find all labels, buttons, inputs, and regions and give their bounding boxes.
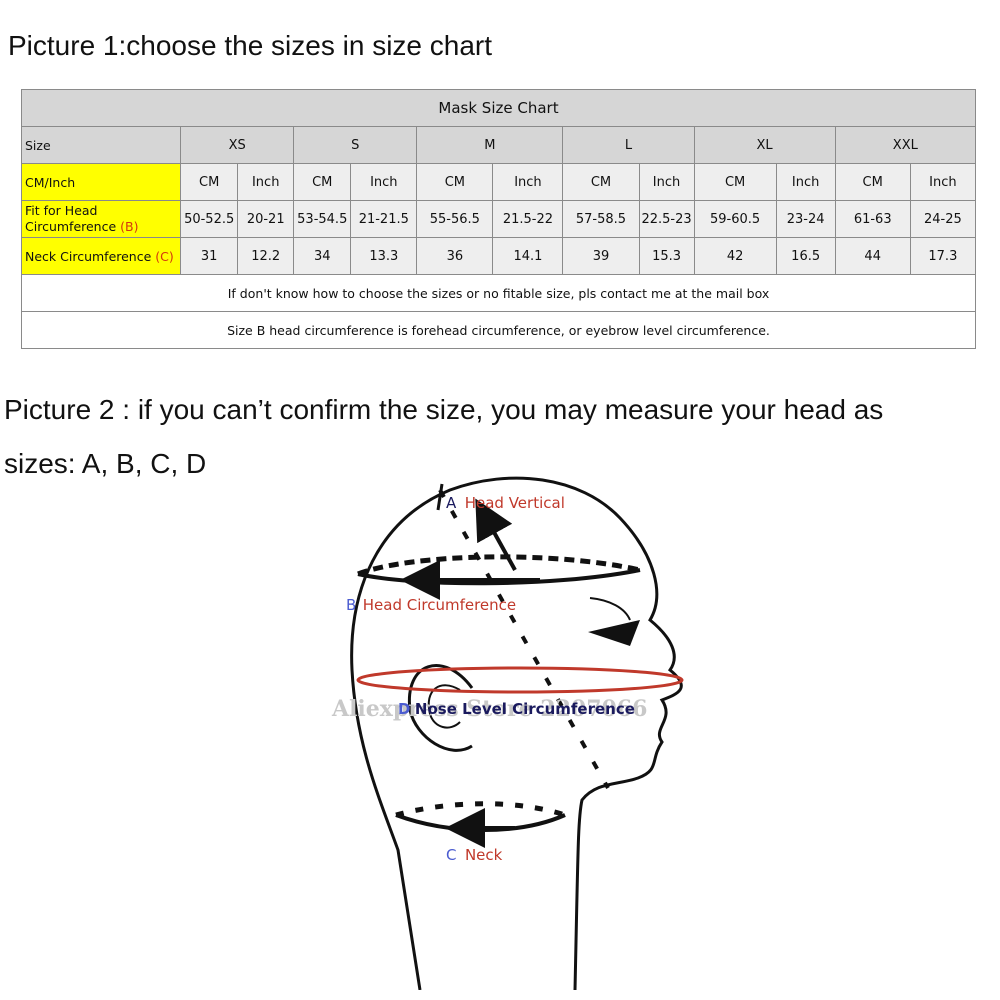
label-d: D Nose Level Circumference: [398, 700, 635, 718]
size-header-s: S: [293, 126, 418, 164]
label-b-letter: B: [346, 596, 356, 614]
head-measurement-diagram: Aliexpress Store 2207066 A Head Vertical…: [331, 476, 684, 990]
nose-level-circumference-ring: [356, 666, 684, 694]
neck-cell: 15.3: [638, 237, 695, 275]
head-cell: 55-56.5: [416, 200, 494, 238]
neck-cell: 31: [180, 237, 239, 275]
neck-cell: 42: [693, 237, 777, 275]
unit-cell: Inch: [775, 163, 836, 201]
head-cell: 21.5-22: [492, 200, 564, 238]
unit-cell: CM: [562, 163, 640, 201]
head-cell: 20-21: [237, 200, 295, 238]
head-circumference-note: Size B head circumference is forehead ci…: [21, 311, 976, 349]
head-cell: 50-52.5: [180, 200, 239, 238]
head-cell: 57-58.5: [562, 200, 640, 238]
unit-cell: Inch: [909, 163, 977, 201]
neck-cell: 12.2: [237, 237, 295, 275]
label-c-text: Neck: [465, 846, 503, 864]
head-cell: 22.5-23: [638, 200, 695, 238]
neck-cell: 14.1: [492, 237, 564, 275]
head-label-line2: Circumference: [25, 219, 121, 234]
head-cell: 23-24: [775, 200, 836, 238]
size-header-xs: XS: [180, 126, 295, 164]
head-vertical-arrow: [475, 498, 517, 571]
eye-icon: [588, 620, 640, 646]
unit-cell: CM: [180, 163, 239, 201]
unit-cell: Inch: [237, 163, 295, 201]
size-header-m: M: [416, 126, 564, 164]
neck-cell: 39: [562, 237, 640, 275]
neck-circumference-back: [395, 801, 566, 818]
size-header-xxl: XXL: [834, 126, 977, 164]
label-a-text: Head Vertical: [465, 494, 565, 512]
head-cell: 24-25: [909, 200, 977, 238]
head-circumference-front: [357, 568, 641, 586]
head-label-line1: Fit for Head: [25, 203, 98, 218]
head-cell: 59-60.5: [693, 200, 777, 238]
store-watermark: Aliexpress Store 2207066: [331, 696, 647, 722]
label-a-letter: A: [446, 494, 457, 512]
picture1-heading: Picture 1:choose the sizes in size chart: [8, 30, 493, 61]
head-cell: 53-54.5: [293, 200, 352, 238]
neck-label-marker: (C): [155, 248, 174, 264]
head-cell: 21-21.5: [350, 200, 418, 238]
label-b: B Head Circumference: [346, 596, 516, 614]
neck-cell: 36: [416, 237, 494, 275]
head-vertical-line: [438, 489, 610, 789]
neck-row-label: Neck Circumference (C): [20, 237, 182, 275]
unit-cell: CM: [693, 163, 777, 201]
label-b-text: Head Circumference: [363, 596, 516, 614]
contact-note: If don't know how to choose the sizes or…: [21, 274, 976, 312]
neck-cell: 44: [834, 237, 911, 275]
label-a: A Head Vertical: [446, 494, 565, 512]
neck-cell: 17.3: [909, 237, 977, 275]
neck-cell: 13.3: [350, 237, 418, 275]
eyebrow: [589, 597, 631, 621]
unit-cell: CM: [416, 163, 494, 201]
unit-cell: Inch: [492, 163, 564, 201]
unit-cell: CM: [834, 163, 911, 201]
head-vertical-tick: [436, 483, 444, 511]
ear-inner: [427, 684, 461, 729]
label-c-letter: C: [446, 846, 456, 864]
size-row-label: Size: [20, 126, 182, 164]
label-d-letter: D: [398, 700, 410, 718]
size-header-l: L: [562, 126, 695, 164]
head-outline: [350, 476, 683, 990]
picture2-heading-line2: sizes: A, B, C, D: [4, 448, 207, 479]
neck-cell: 16.5: [775, 237, 836, 275]
neck-label-text: Neck Circumference: [25, 248, 156, 264]
mask-size-chart: Mask Size Chart Size XS S M L XL XXL CM/…: [20, 89, 977, 349]
unit-cell: Inch: [638, 163, 695, 201]
label-d-text: Nose Level Circumference: [415, 700, 635, 718]
head-cell: 61-63: [834, 200, 911, 238]
size-header-xl: XL: [693, 126, 836, 164]
size-chart-title: Mask Size Chart: [21, 89, 976, 127]
unit-cell: Inch: [350, 163, 418, 201]
head-circumference-back: [357, 554, 641, 577]
neck-cell: 34: [293, 237, 352, 275]
picture2-heading-line1: Picture 2 : if you can’t confirm the siz…: [4, 394, 884, 425]
unit-row-label: CM/Inch: [20, 163, 182, 201]
head-label-marker: (B): [120, 219, 139, 234]
label-c: C Neck: [446, 846, 503, 864]
unit-cell: CM: [293, 163, 352, 201]
